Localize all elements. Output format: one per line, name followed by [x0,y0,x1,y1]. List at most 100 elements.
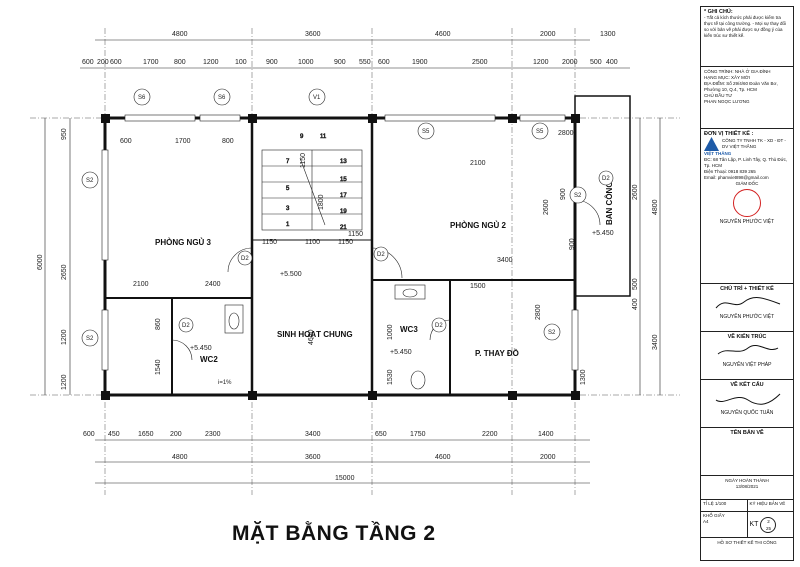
svg-text:2800: 2800 [535,304,542,320]
svg-text:D2: D2 [602,176,610,182]
svg-text:2100: 2100 [470,160,486,167]
svg-text:4650: 4650 [308,329,315,345]
svg-text:1700: 1700 [143,59,159,66]
svg-text:3400: 3400 [497,257,513,264]
svg-text:9: 9 [300,134,304,140]
svg-text:S2: S2 [548,330,556,336]
svg-text:4600: 4600 [435,31,451,38]
svg-text:1000: 1000 [387,324,394,340]
dim-total: 15000 [335,475,355,482]
svg-text:1100: 1100 [305,239,320,246]
level-marks: +5.500 +5.450 +5.450 +5.450 i=1% [190,230,614,386]
tb-date: NGÀY HOÀN THÀNH 13/08/2021 [701,476,793,500]
svg-text:500: 500 [632,278,639,290]
tb-chief: CHỦ TRÌ + THIẾT KẾ NGUYỄN PHƯỚC VIỆT [701,284,793,332]
svg-text:600: 600 [110,59,122,66]
svg-text:100: 100 [235,59,247,66]
signature-icon [704,340,790,362]
svg-text:D2: D2 [241,256,249,262]
room-bedroom2: PHÒNG NGỦ 2 [450,221,507,230]
svg-text:450: 450 [108,431,120,438]
svg-text:1200: 1200 [203,59,219,66]
svg-text:1150: 1150 [300,153,307,168]
tb-arch: VẼ KIẾN TRÚC NGUYỄN VIỆT PHÁP [701,332,793,380]
room-changing: P. THAY ĐỒ [475,348,519,358]
tb-designer: ĐƠN VỊ THIẾT KẾ : CÔNG TY TNHH TK - XD -… [701,129,793,284]
dim-left-total: 6000 [37,254,44,270]
svg-text:17: 17 [340,193,347,199]
svg-text:2300: 2300 [205,431,221,438]
svg-text:7: 7 [286,159,290,165]
window-tags [81,88,587,347]
room-labels: PHÒNG NGỦ 3 PHÒNG NGỦ 2 SINH HOẠT CHUNG … [155,181,614,364]
svg-text:4800: 4800 [652,199,659,215]
svg-text:200: 200 [170,431,182,438]
svg-text:1150: 1150 [338,239,353,246]
svg-text:1300: 1300 [600,31,616,38]
svg-text:19: 19 [340,209,347,215]
tb-project: CÔNG TRÌNH: NHÀ Ở GIA ĐÌNH HẠNG MỤC: XÂY… [701,67,793,129]
svg-text:600: 600 [83,431,95,438]
room-balcony: BAN CÔNG [605,181,614,225]
company-stamp-icon [733,189,761,218]
svg-text:+5.450: +5.450 [592,230,614,237]
svg-text:900: 900 [560,188,567,200]
svg-text:S5: S5 [422,129,430,135]
svg-text:500: 500 [590,59,602,66]
svg-text:600: 600 [120,138,132,145]
svg-text:S2: S2 [86,336,94,342]
fixtures [224,284,426,390]
svg-text:900: 900 [266,59,278,66]
svg-text:2000: 2000 [562,59,578,66]
svg-text:3400: 3400 [652,334,659,350]
svg-text:860: 860 [155,318,162,330]
tb-drawing-name: TÊN BẢN VẼ [701,428,793,476]
windows [101,114,579,371]
svg-text:600: 600 [378,59,390,66]
svg-text:2600: 2600 [632,184,639,200]
signature-icon [704,388,790,410]
svg-text:+5.450: +5.450 [190,345,212,352]
dimension-lines [44,39,661,484]
svg-text:S5: S5 [536,129,544,135]
svg-text:5: 5 [286,186,290,192]
tb-footer: HỒ SƠ THIẾT KẾ THI CÔNG [717,540,777,545]
svg-text:4800: 4800 [172,454,188,461]
tb-notes: * GHI CHÚ: - Tất cả kích thước phải được… [701,7,793,67]
svg-text:1300: 1300 [580,369,587,385]
dims-left: 950 2650 1200 1200 6000 [37,128,68,390]
svg-text:900: 900 [569,238,576,250]
svg-text:1400: 1400 [538,431,554,438]
svg-text:1750: 1750 [410,431,426,438]
svg-text:S6: S6 [218,95,226,101]
svg-text:S6: S6 [138,95,146,101]
svg-text:900: 900 [334,59,346,66]
door-tags [178,170,614,333]
stair: 7 5 3 1 13 15 17 19 21 11 9 [261,134,363,231]
svg-text:1500: 1500 [470,283,486,290]
svg-text:+5.450: +5.450 [390,349,412,356]
svg-text:2400: 2400 [205,281,221,288]
signature-icon [704,292,790,314]
svg-text:D2: D2 [377,252,385,258]
svg-text:2200: 2200 [482,431,498,438]
svg-text:2100: 2100 [133,281,149,288]
svg-text:S2: S2 [574,193,582,199]
svg-text:3400: 3400 [305,431,321,438]
svg-text:1200: 1200 [533,59,549,66]
svg-text:1540: 1540 [155,359,162,375]
svg-text:3600: 3600 [305,31,321,38]
dims-top-inner: 600 200 600 1700 800 1200 100 900 1000 9… [82,59,618,66]
svg-text:V1: V1 [313,95,321,101]
dims-bottom-outer: 4800 3600 4600 2000 15000 [172,454,556,482]
svg-text:650: 650 [375,431,387,438]
title-block: * GHI CHÚ: - Tất cả kích thước phải được… [700,6,794,561]
svg-text:D2: D2 [435,323,443,329]
dims-right: 4800 3400 2600 500 400 900 [569,184,659,350]
drawing-title: MẶT BẰNG TẦNG 2 [232,522,436,545]
svg-text:1900: 1900 [412,59,428,66]
window-tag-labels: S6 S6 V1 S5 S5 S2 S2 S2 S2 [86,95,582,342]
interior-dims: 600 1700 800 1150 1100 1150 2100 2400 15… [120,130,587,385]
